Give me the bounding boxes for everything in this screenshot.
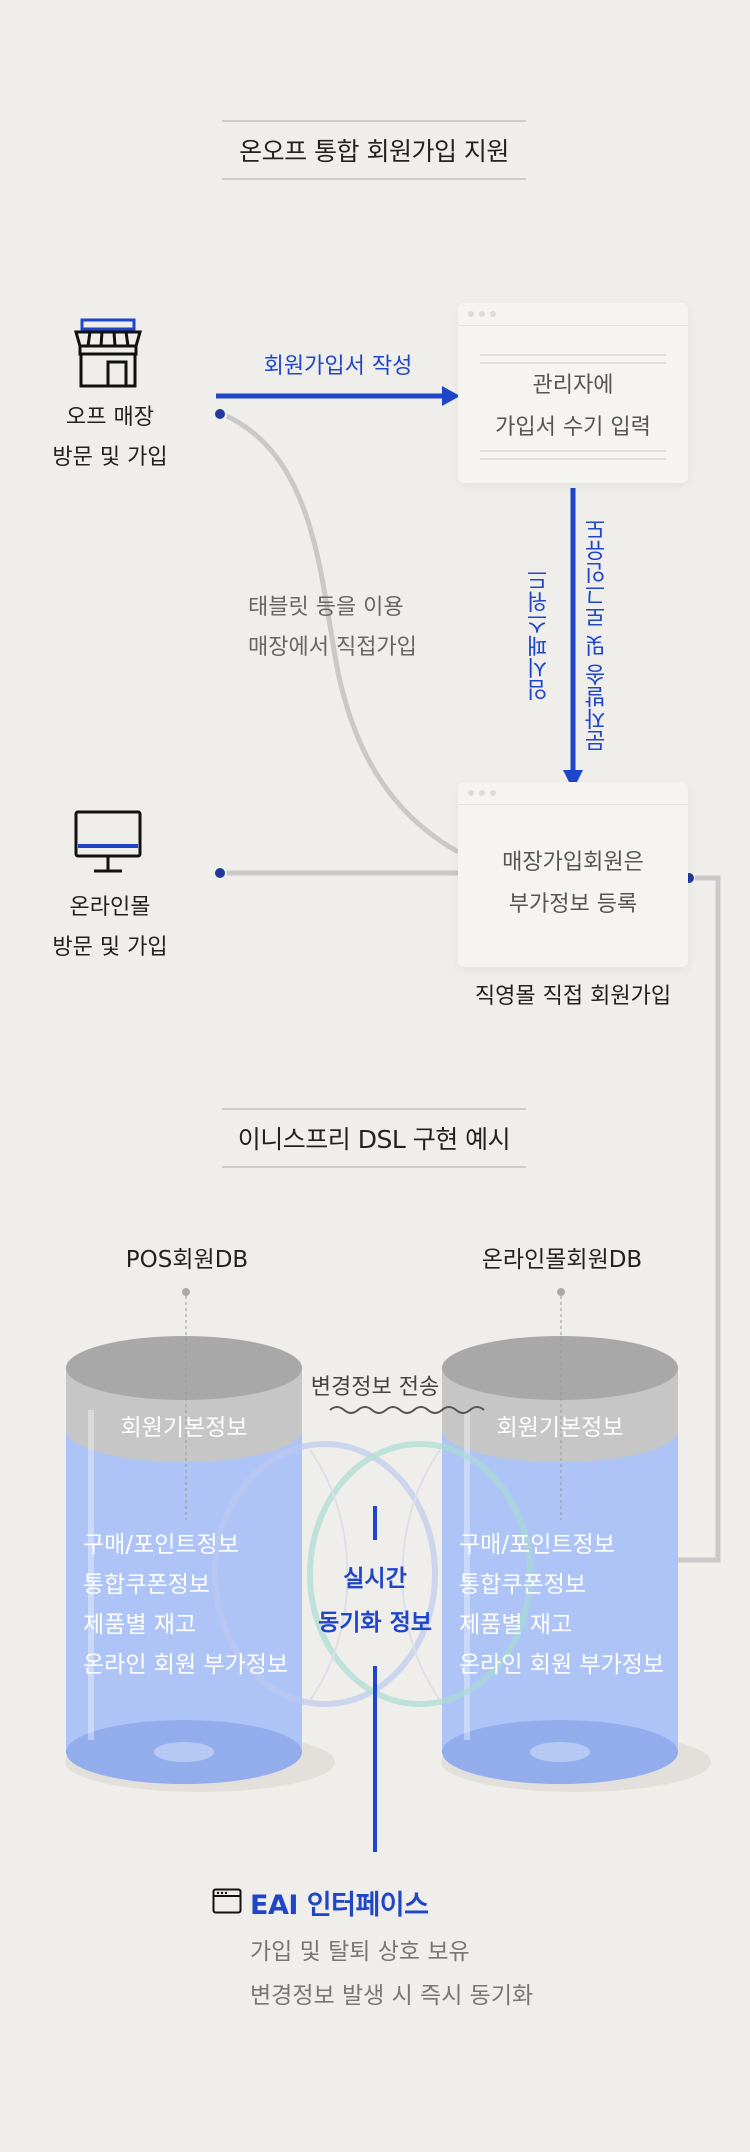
offline-dot — [213, 407, 227, 421]
tablet-curve — [221, 411, 460, 855]
direct-signup-caption: 직영몰 직접 회원가입 — [474, 984, 672, 1009]
eai-title: EAI 인터페이스 — [250, 1890, 429, 1921]
signup-arrow-label: 회원가입서 작성 — [263, 354, 413, 379]
transfer-wave — [329, 1406, 485, 1414]
online-db-cylinder — [442, 1336, 678, 1784]
card-lines-decor — [480, 354, 666, 460]
offline-visit-label: 오프 매장 방문 및 가입 — [52, 405, 168, 470]
flow-connectors — [213, 386, 696, 885]
section-title-dsl: 이니스프리 DSL 구현 예시 — [222, 1108, 526, 1168]
db-diagram — [65, 1288, 711, 1852]
admin-input-text: 관리자에 가입서 수기 입력 — [495, 373, 651, 440]
signup-arrow-head — [442, 386, 460, 406]
online-visit-label: 온라인몰 방문 및 가입 — [52, 895, 168, 960]
window-icon — [212, 1888, 242, 1914]
realtime-sync-label: 실시간 동기화 정보 — [318, 1566, 432, 1636]
online-db-title: 온라인몰회원DB — [481, 1247, 643, 1273]
store-member-text: 매장가입회원은 부가정보 등록 — [502, 850, 644, 917]
pos-db-cylinder — [66, 1336, 302, 1784]
admin-input-card: 관리자에 가입서 수기 입력 — [458, 303, 688, 483]
pos-db-items: 구매/포인트정보 통합쿠폰정보 제품별 재고 온라인 회원 부가정보 — [83, 1532, 289, 1678]
sync-rings — [212, 1441, 533, 1707]
monitor-icon — [74, 810, 142, 873]
online-db-top-label: 회원기본정보 — [496, 1415, 624, 1441]
pos-db-top-label: 회원기본정보 — [120, 1415, 248, 1441]
store-member-card: 매장가입회원은 부가정보 등록 — [458, 782, 688, 967]
eai-desc-1: 가입 및 탈퇴 상호 보유 — [250, 1939, 470, 1965]
transfer-label: 변경정보 전송 — [310, 1375, 440, 1400]
password-arrow-head — [563, 770, 583, 790]
online-dot — [213, 866, 227, 880]
store-icon — [74, 318, 142, 388]
section-title-unified-signup: 온오프 통합 회원가입 지원 — [222, 120, 526, 180]
tablet-signup-label: 태블릿 등을 이용 매장에서 직접가입 — [248, 595, 417, 660]
online-db-items: 구매/포인트정보 통합쿠폰정보 제품별 재고 온라인 회원 부가정보 — [459, 1532, 665, 1678]
eai-desc-2: 변경정보 발생 시 즉시 동기화 — [250, 1983, 534, 2009]
pos-db-title: POS회원DB — [125, 1247, 249, 1273]
